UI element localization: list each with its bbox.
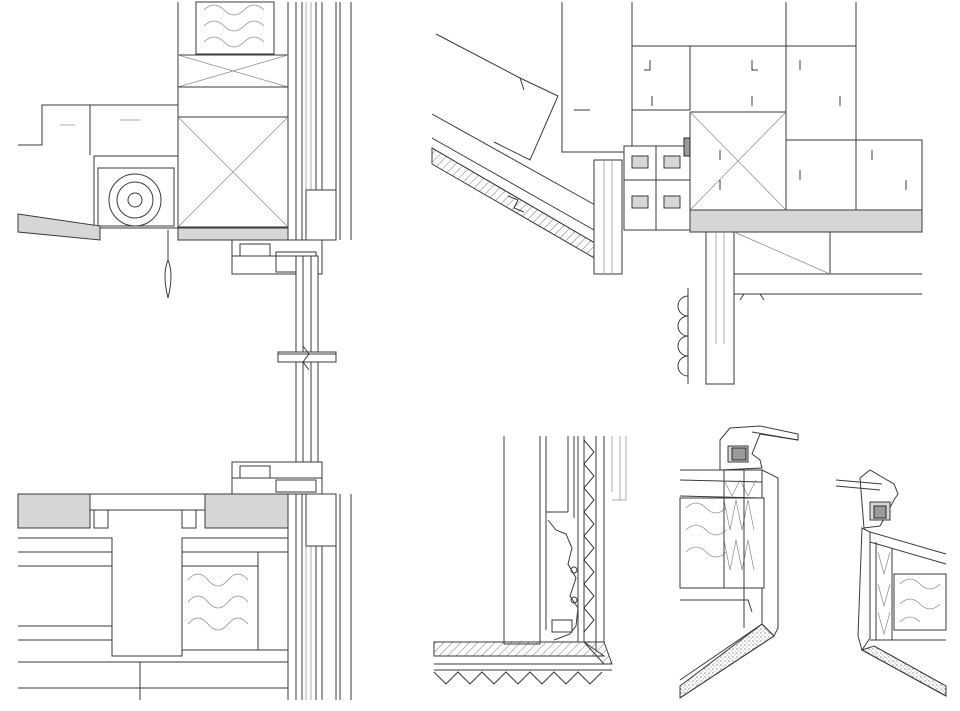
floor-wall-corner-detail	[433, 436, 627, 685]
window-profile-junction	[623, 137, 691, 231]
floor-build-up	[17, 493, 289, 700]
insulation-top	[177, 1, 289, 228]
window-frame-sill	[231, 461, 323, 495]
sloped-roof-window-junction	[431, 2, 923, 385]
ceiling-finish	[689, 209, 923, 385]
roof-slab	[431, 113, 623, 275]
curtain-rail	[677, 288, 689, 384]
roller-shutter-box	[17, 104, 289, 299]
window-head-sill-section	[17, 1, 352, 700]
skylight-curb-section-b	[835, 469, 947, 697]
skylight-curb-section-a	[679, 425, 799, 699]
glazing-pane	[277, 255, 337, 467]
wall-layers	[287, 2, 352, 700]
